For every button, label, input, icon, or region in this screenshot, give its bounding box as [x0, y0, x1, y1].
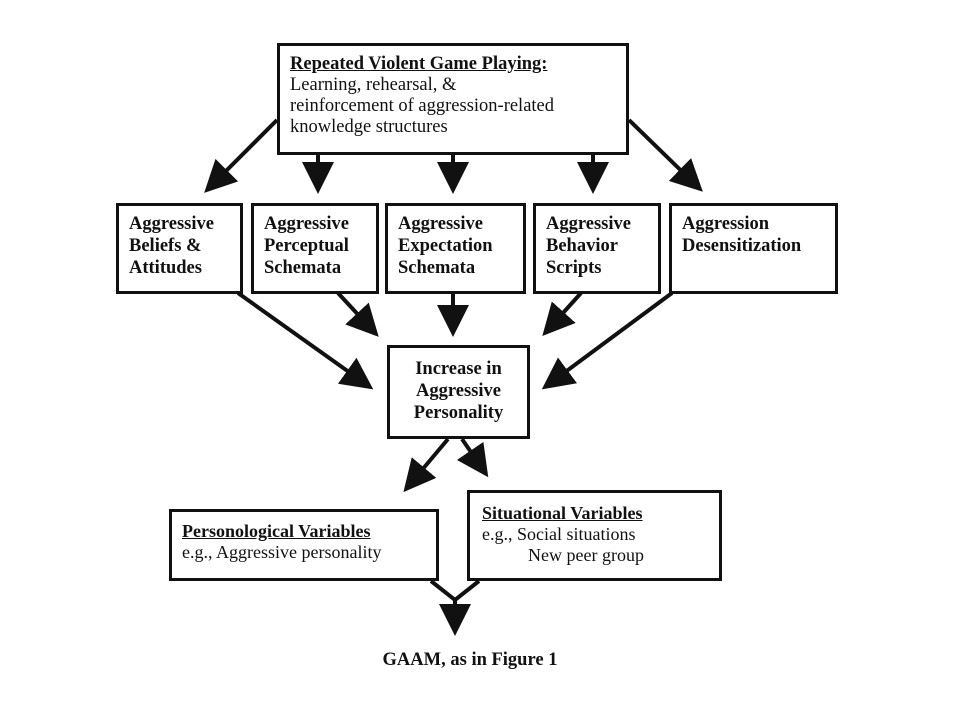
top-box-line: Learning, rehearsal, &	[290, 75, 457, 95]
situational-variables-box: Situational Variables e.g., Social situa…	[467, 490, 722, 581]
box-line: Beliefs &	[129, 236, 202, 256]
aggression-desensitization-box: Aggression Desensitization	[669, 203, 838, 294]
increase-aggressive-personality-box: Increase in Aggressive Personality	[387, 345, 530, 439]
box-line: Scripts	[546, 258, 602, 278]
arrow-behavior-to-center	[542, 291, 583, 336]
personological-example: e.g., Aggressive personality	[182, 542, 382, 562]
arrow-beliefs-to-center	[236, 291, 374, 390]
top-box-title: Repeated Violent Game Playing:	[290, 54, 548, 74]
gaam-caption: GAAM, as in Figure 1	[382, 650, 558, 670]
arrow-desensitization-to-center	[541, 291, 674, 390]
arrow-top-to-beliefs	[204, 118, 279, 193]
aggressive-behavior-scripts-box: Aggressive Behavior Scripts	[533, 203, 661, 294]
aggressive-expectation-schemata-box: Aggressive Expectation Schemata	[385, 203, 526, 294]
box-line: Personality	[413, 403, 504, 423]
arrow-center-to-situational	[456, 437, 489, 478]
box-line: Aggressive	[416, 381, 501, 401]
top-box-line: reinforcement of aggression-related	[290, 96, 555, 116]
box-line: Aggressive	[398, 214, 483, 234]
situational-example: e.g., Social situations	[482, 524, 636, 544]
connector-variables-merge	[429, 579, 481, 603]
box-line: Schemata	[398, 258, 476, 278]
box-line: Behavior	[546, 236, 618, 256]
box-line: Expectation	[398, 236, 493, 256]
personological-title: Personological Variables	[182, 521, 371, 541]
box-line: Aggressive	[264, 214, 349, 234]
arrow-top-to-desensitization	[627, 118, 703, 192]
box-line: Attitudes	[129, 258, 202, 278]
aggressive-perceptual-schemata-box: Aggressive Perceptual Schemata	[251, 203, 379, 294]
box-line: Aggression	[682, 214, 770, 234]
aggressive-beliefs-attitudes-box: Aggressive Beliefs & Attitudes	[116, 203, 243, 294]
box-line: Schemata	[264, 258, 342, 278]
repeated-violent-game-playing-box: Repeated Violent Game Playing: Learning,…	[277, 43, 629, 155]
personological-variables-box: Personological Variables e.g., Aggressiv…	[169, 509, 439, 581]
situational-example: New peer group	[528, 545, 644, 565]
situational-title: Situational Variables	[482, 503, 643, 523]
box-line: Increase in	[415, 359, 502, 379]
box-line: Aggressive	[546, 214, 631, 234]
arrow-center-to-personological	[403, 437, 450, 493]
box-line: Desensitization	[682, 236, 802, 256]
top-box-line: knowledge structures	[290, 117, 448, 137]
box-line: Perceptual	[264, 236, 349, 256]
arrow-perceptual-to-center	[336, 291, 379, 337]
box-line: Aggressive	[129, 214, 214, 234]
